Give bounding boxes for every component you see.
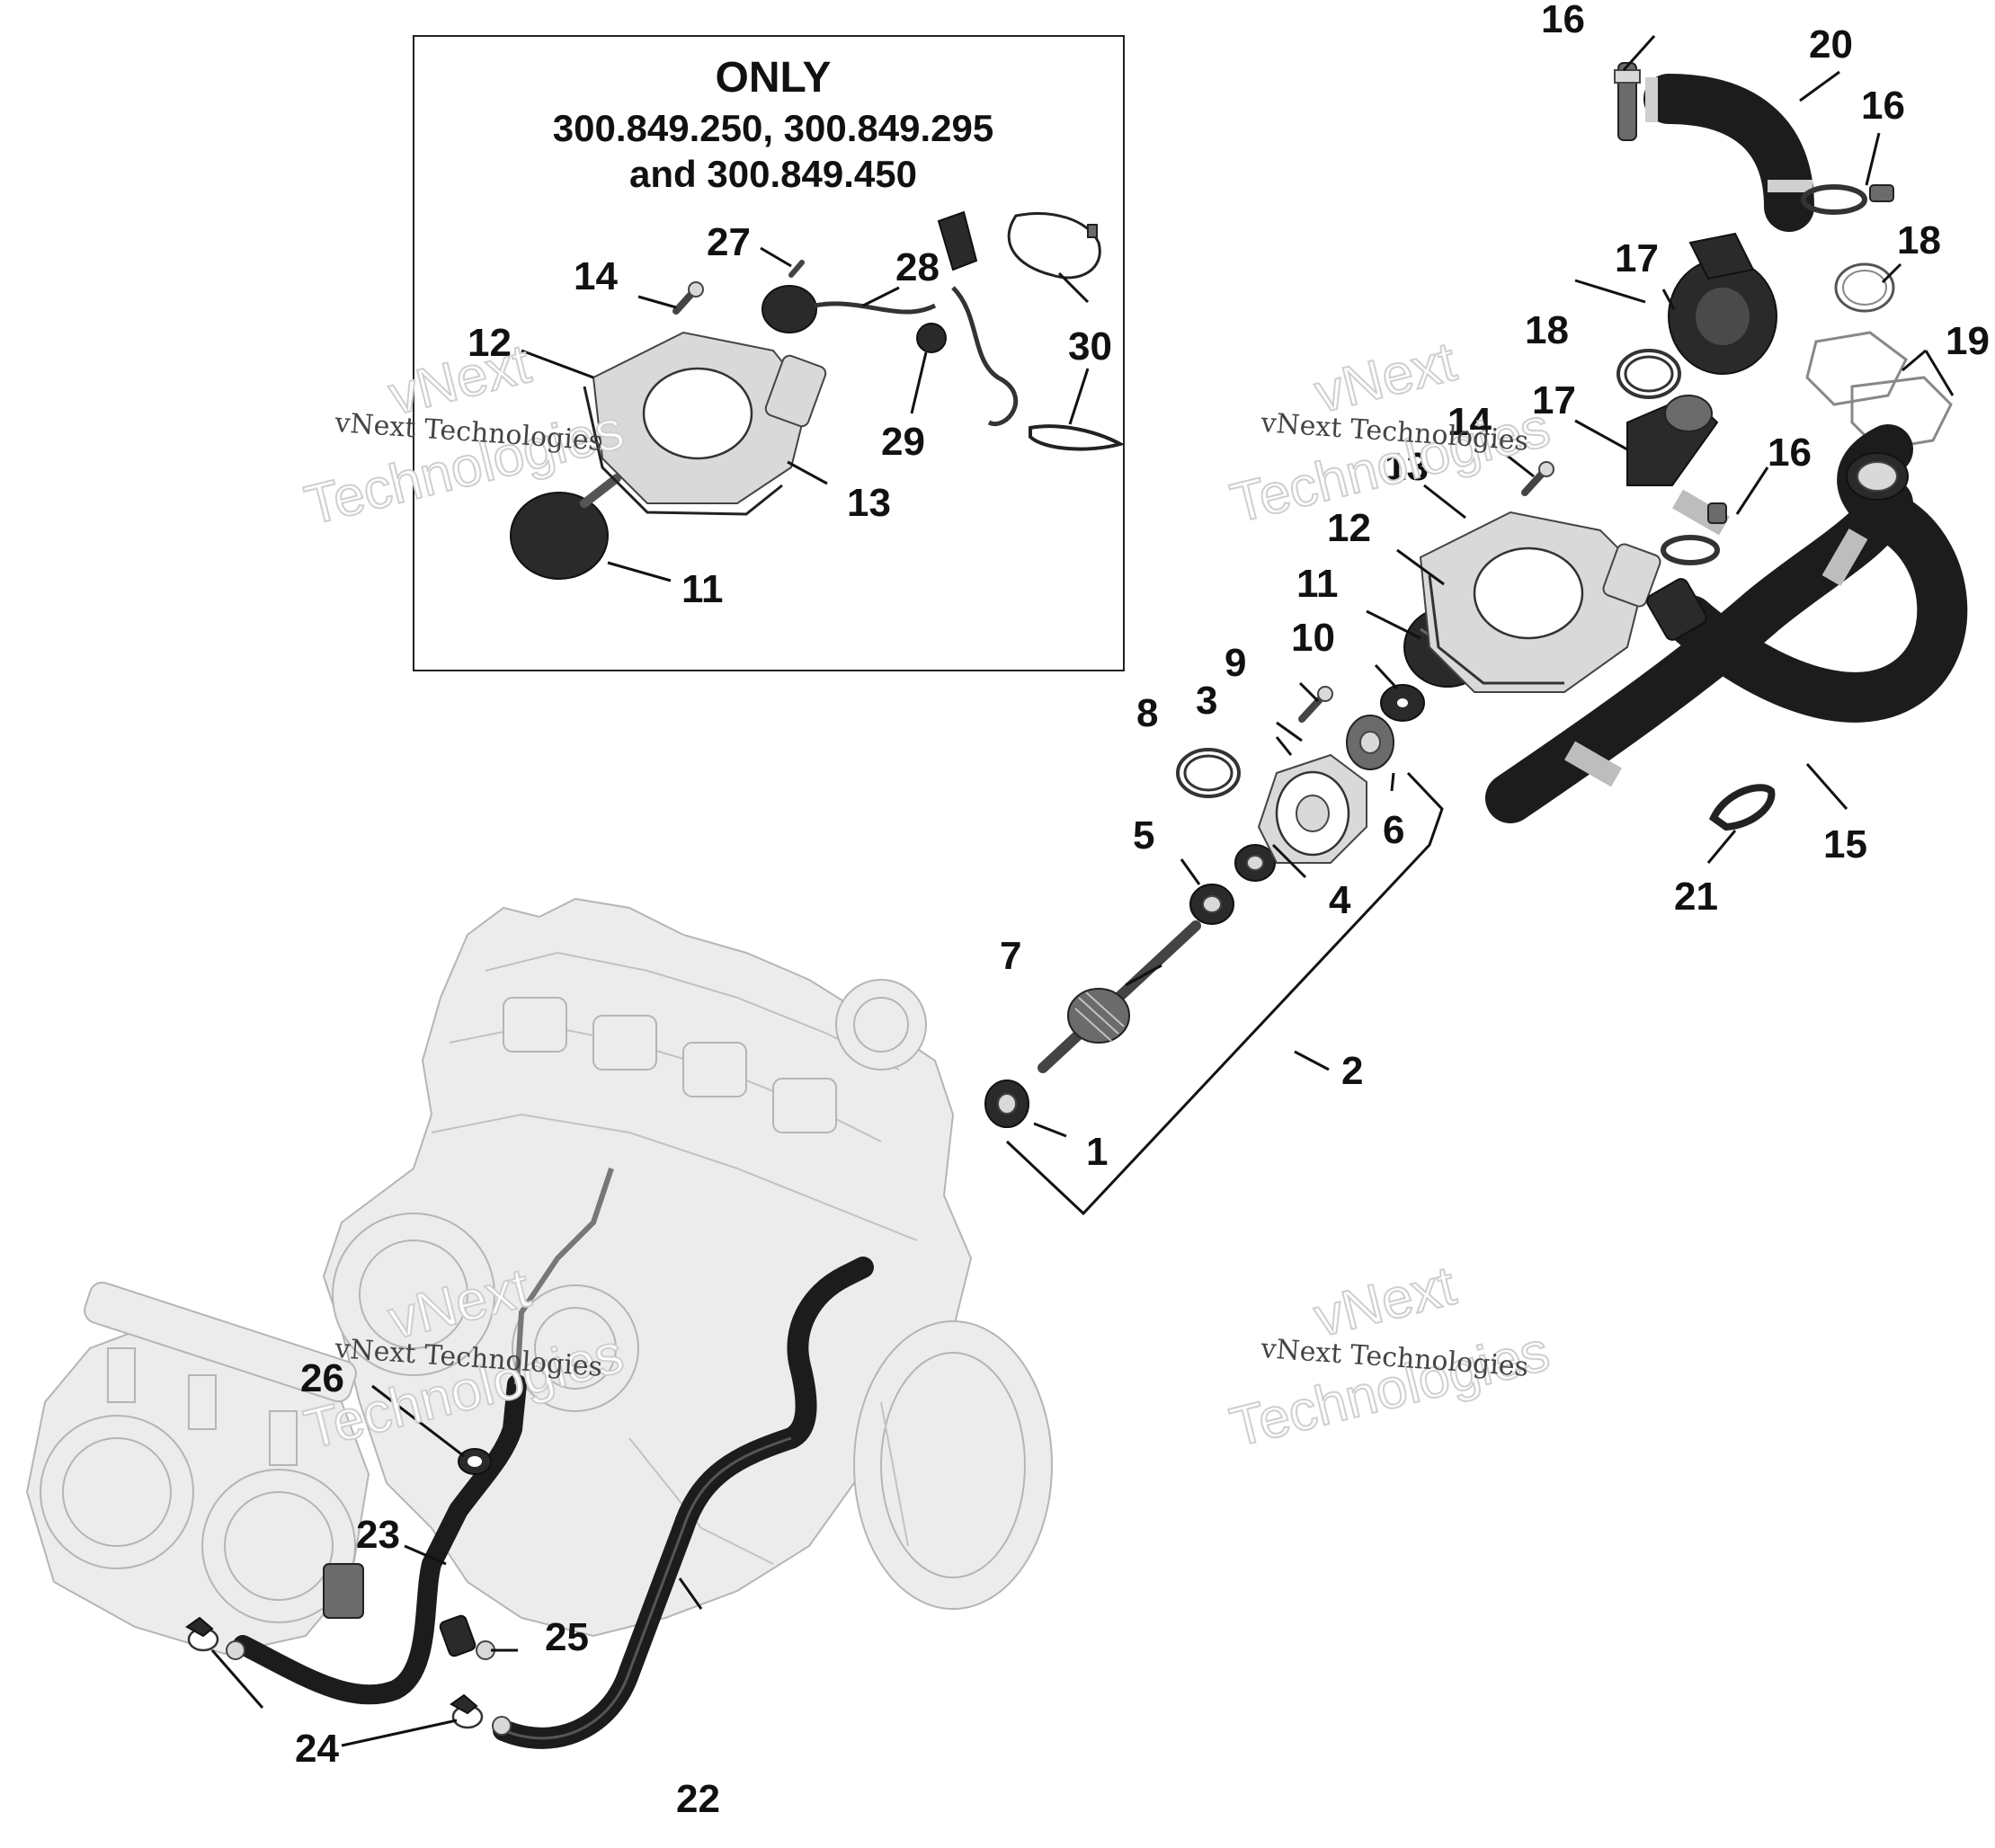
callout-5: 5	[1133, 813, 1154, 857]
callout-12-inset: 12	[468, 321, 512, 365]
callout-2: 2	[1341, 1049, 1363, 1093]
housing-3	[1257, 753, 1367, 864]
callout-13-main: 13	[1385, 445, 1429, 489]
callout-16-upper-right: 16	[1861, 84, 1905, 128]
seal-4	[1234, 844, 1276, 882]
engine-tube	[514, 1168, 614, 1385]
hose-22	[493, 1257, 874, 1749]
inset-title-only: ONLY	[716, 54, 832, 102]
clamp-16-top	[1614, 62, 1641, 141]
callout-16-middle: 16	[1768, 431, 1812, 475]
callout-27: 27	[707, 220, 751, 264]
callout-9: 9	[1225, 641, 1246, 685]
callout-15: 15	[1823, 822, 1867, 866]
inset-screw-27	[788, 260, 805, 278]
hose-15-end	[1846, 452, 1909, 501]
callout-26: 26	[300, 1356, 344, 1400]
pump-cover-13	[1419, 511, 1661, 693]
seal-6	[1346, 715, 1394, 770]
watermark-vnext: vNext	[1308, 1255, 1461, 1349]
callout-16-top: 16	[1541, 0, 1585, 41]
callout-13-inset: 13	[847, 481, 891, 525]
shaft-7	[1038, 920, 1201, 1073]
thermostat-19	[1805, 331, 1953, 451]
callout-10: 10	[1291, 616, 1335, 660]
inset-part-numbers-line1: 300.849.250, 300.849.295	[553, 107, 993, 149]
callout-17-upper: 17	[1615, 236, 1659, 280]
callout-18-left: 18	[1525, 308, 1569, 352]
inset-bolt-14	[672, 281, 704, 315]
bearing-1	[984, 1079, 1029, 1128]
clamp-24a	[185, 1616, 245, 1660]
clamp-24b	[450, 1693, 512, 1736]
thermostat-housing-17-lower	[1626, 394, 1719, 486]
callout-30: 30	[1068, 324, 1112, 369]
clamp-16-upper-right	[1801, 184, 1894, 215]
callout-14-inset: 14	[574, 254, 618, 298]
leader-lines	[210, 34, 1955, 1747]
hose-23	[233, 1374, 527, 1705]
callout-17-lower: 17	[1532, 378, 1576, 422]
callout-3: 3	[1196, 679, 1217, 723]
throttle-body-assembly	[25, 1281, 370, 1656]
bolt-14-right	[1521, 461, 1554, 496]
callout-18-right: 18	[1897, 218, 1941, 262]
clamp-26	[458, 1448, 492, 1475]
inset-pump-cover-13	[592, 331, 827, 504]
callout-24: 24	[295, 1727, 339, 1771]
inset-sensor-28	[761, 210, 1019, 427]
callout-6: 6	[1383, 808, 1404, 852]
inset-gasket-12	[583, 386, 783, 516]
clamp-16-middle	[1661, 502, 1727, 565]
callout-12-main: 12	[1327, 506, 1371, 550]
callout-11-inset: 11	[681, 567, 724, 611]
clamp-21	[1708, 784, 1776, 831]
fitting-25	[439, 1614, 495, 1660]
callout-19: 19	[1946, 319, 1990, 363]
callouts: 1 2 3 4 5 6 7 8 9 10 11 12 13 14 15 16 1…	[295, 0, 1990, 1821]
callout-23: 23	[356, 1513, 400, 1557]
callout-22: 22	[676, 1777, 720, 1821]
oring-18-right	[1834, 262, 1895, 313]
callout-4: 4	[1329, 878, 1351, 922]
callout-21: 21	[1674, 875, 1718, 919]
callout-25: 25	[545, 1615, 589, 1659]
hose-20	[1643, 74, 1814, 232]
connector-15-stub	[1646, 578, 1707, 641]
callout-8: 8	[1136, 691, 1158, 735]
washer-10	[1380, 684, 1425, 722]
callout-28: 28	[895, 245, 940, 289]
callout-7: 7	[1000, 934, 1021, 978]
inset-plug-29	[916, 323, 947, 353]
callout-1: 1	[1086, 1130, 1108, 1174]
inset-impeller-11	[510, 474, 621, 580]
callout-11-main: 11	[1296, 562, 1339, 606]
inset-tie-30	[1007, 212, 1126, 451]
oring-18-left	[1616, 349, 1681, 399]
bolt-9	[1298, 686, 1333, 723]
thermostat-cover-17-upper	[1668, 232, 1777, 375]
watermark-vnext: vNext	[1309, 331, 1462, 425]
inset-part-numbers-line2: and 300.849.450	[629, 153, 917, 195]
oring-8	[1176, 748, 1241, 798]
callout-20: 20	[1809, 22, 1853, 67]
bearing-5	[1189, 884, 1234, 925]
callout-29: 29	[881, 420, 925, 464]
callout-14-main: 14	[1447, 400, 1492, 444]
